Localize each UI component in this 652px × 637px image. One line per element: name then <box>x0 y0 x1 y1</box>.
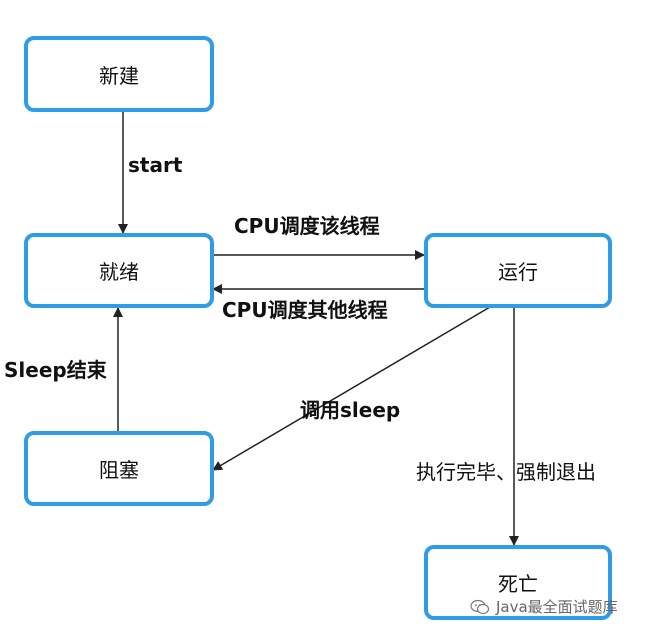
state-new: 新建 <box>24 36 214 112</box>
watermark: Java最全面试题库 <box>470 596 618 617</box>
state-blocked-label: 阻塞 <box>99 458 139 482</box>
state-running: 运行 <box>424 233 612 308</box>
watermark-text: Java最全面试题库 <box>496 598 618 616</box>
arrow-running-to-blocked <box>212 306 491 471</box>
label-schedule-other: CPU调度其他线程 <box>222 298 388 322</box>
state-blocked: 阻塞 <box>24 431 214 506</box>
label-call-sleep: 调用sleep <box>300 398 401 422</box>
label-schedule-this: CPU调度该线程 <box>234 214 380 238</box>
label-finish: 执行完毕、强制退出 <box>416 460 596 484</box>
state-running-label: 运行 <box>498 260 538 284</box>
state-dead-label: 死亡 <box>498 572 538 596</box>
wechat-icon <box>470 599 490 614</box>
state-ready-label: 就绪 <box>99 260 139 284</box>
label-start: start <box>128 153 183 177</box>
label-sleep-end: Sleep结束 <box>4 358 107 382</box>
state-ready: 就绪 <box>24 233 214 308</box>
state-new-label: 新建 <box>99 63 139 88</box>
state-dead: 死亡 <box>424 545 612 620</box>
